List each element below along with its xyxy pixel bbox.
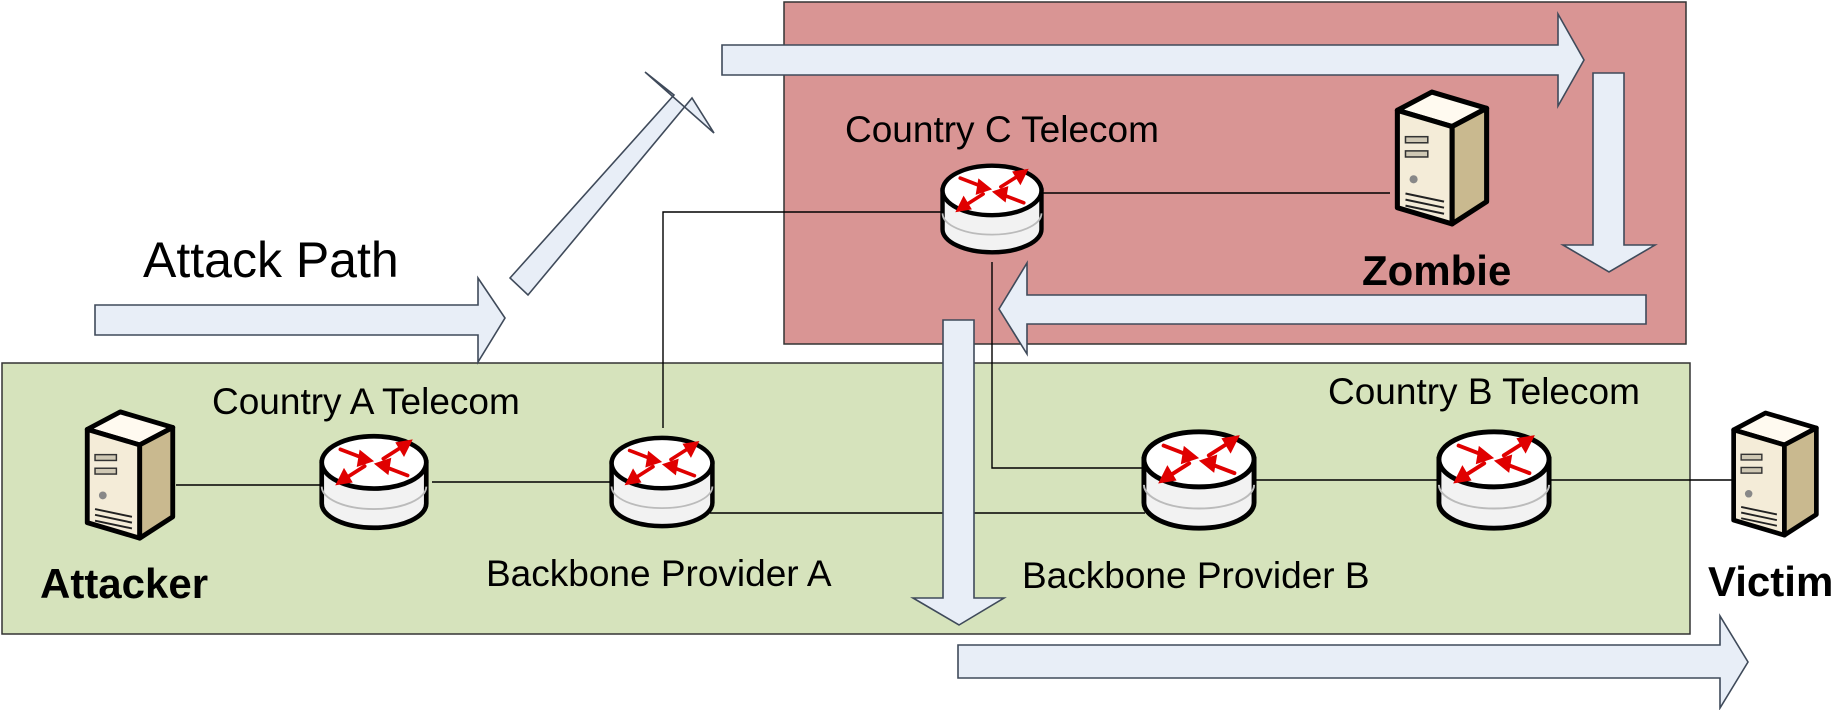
- server-icon: [1397, 92, 1486, 224]
- host-victim: [1734, 413, 1817, 535]
- attack-path-arrow-4: [1560, 72, 1658, 273]
- router-icon: [612, 438, 713, 526]
- router-country-c: [943, 166, 1042, 253]
- attack-path-arrow-2: [508, 71, 715, 297]
- attack-path-arrow-7: [957, 613, 1749, 710]
- router-country-a: [322, 436, 427, 527]
- router-backbone-a: [612, 438, 713, 526]
- host-zombie: [1397, 92, 1486, 224]
- network-links: [176, 192, 1732, 514]
- host-zombie-label: Zombie: [1362, 247, 1511, 294]
- router-country-b-label: Country B Telecom: [1328, 371, 1640, 412]
- router-country-b: [1439, 432, 1549, 528]
- attack-path-arrow-1: [94, 275, 506, 365]
- host-attacker-label: Attacker: [40, 560, 208, 607]
- attack-path-arrow-5: [998, 260, 1647, 357]
- attack-path-arrow-6: [910, 319, 1007, 626]
- lower-region: [1, 362, 1691, 635]
- server-icon: [1734, 413, 1817, 535]
- router-country-c-label: Country C Telecom: [845, 109, 1159, 150]
- router-country-a-label: Country A Telecom: [212, 381, 520, 422]
- router-icon: [943, 166, 1042, 253]
- attack-path-title: Attack Path: [143, 232, 399, 288]
- router-icon: [1439, 432, 1549, 528]
- router-icon: [1144, 432, 1254, 528]
- router-icon: [322, 436, 427, 527]
- host-victim-label: Victim: [1708, 558, 1833, 605]
- router-backbone-a-label: Backbone Provider A: [486, 553, 832, 594]
- host-attacker: [87, 412, 172, 538]
- router-backbone-b: [1144, 432, 1254, 528]
- server-icon: [87, 412, 172, 538]
- attack-path-arrows: [94, 10, 1749, 710]
- router-backbone-b-label: Backbone Provider B: [1022, 555, 1370, 596]
- attack-path-arrow-3: [721, 10, 1585, 110]
